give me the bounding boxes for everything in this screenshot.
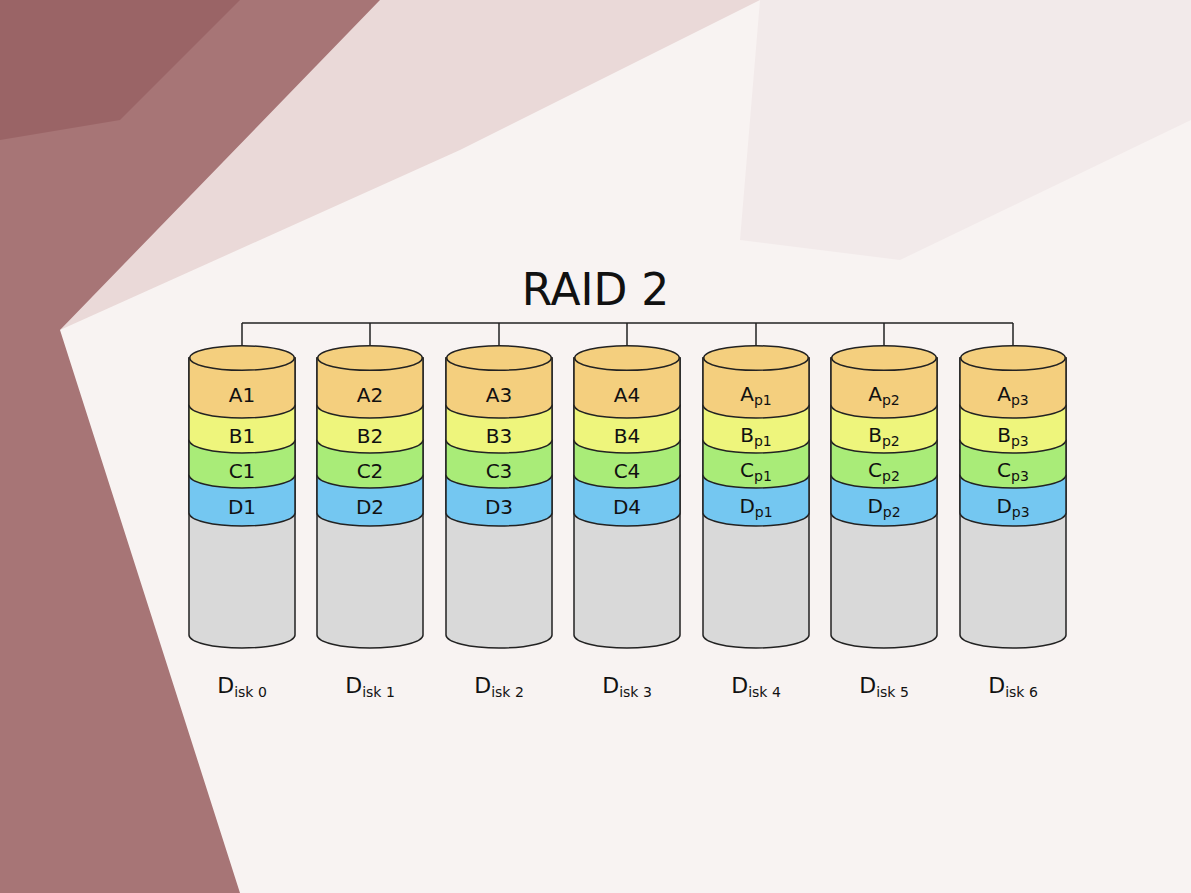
stripe-label: A1 bbox=[189, 383, 295, 407]
disk-top bbox=[960, 345, 1066, 375]
disk-top bbox=[831, 345, 937, 375]
disk-top bbox=[703, 345, 809, 375]
disk-label: Disk 6 bbox=[940, 673, 1086, 698]
disk-cylinder: Disk 4Ap1Bp1Cp1Dp1 bbox=[703, 345, 809, 648]
stripe-label: Ap1 bbox=[703, 382, 809, 408]
disk-cylinder: Disk 5Ap2Bp2Cp2Dp2 bbox=[831, 345, 937, 648]
stripe-label: B4 bbox=[574, 424, 680, 448]
disk-top bbox=[446, 345, 552, 375]
disk-label: Disk 3 bbox=[554, 673, 700, 698]
stripe-label: D1 bbox=[189, 495, 295, 519]
disk-cylinder: Disk 0A1B1C1D1 bbox=[189, 345, 295, 648]
disk-cylinder: Disk 3A4B4C4D4 bbox=[574, 345, 680, 648]
stripe-label: Cp1 bbox=[703, 458, 809, 484]
stripe-label: B2 bbox=[317, 424, 423, 448]
stripe-label: C1 bbox=[189, 459, 295, 483]
stripe-label: A4 bbox=[574, 383, 680, 407]
stripe-label: A2 bbox=[317, 383, 423, 407]
stripe-label: B1 bbox=[189, 424, 295, 448]
stripe-label: Ap2 bbox=[831, 382, 937, 408]
stripe-label: C3 bbox=[446, 459, 552, 483]
stripe-label: D2 bbox=[317, 495, 423, 519]
disk-label: Disk 4 bbox=[683, 673, 829, 698]
disk-label: Disk 0 bbox=[169, 673, 315, 698]
disk-top bbox=[189, 345, 295, 375]
stripe-label: Cp3 bbox=[960, 458, 1066, 484]
disk-cylinder: Disk 2A3B3C3D3 bbox=[446, 345, 552, 648]
stripe-label: Dp1 bbox=[703, 494, 809, 520]
stripe-label: A3 bbox=[446, 383, 552, 407]
disk-label: Disk 1 bbox=[297, 673, 443, 698]
stripe-label: Bp2 bbox=[831, 423, 937, 449]
disk-cylinder: Disk 6Ap3Bp3Cp3Dp3 bbox=[960, 345, 1066, 648]
stripe-label: B3 bbox=[446, 424, 552, 448]
stripe-label: D3 bbox=[446, 495, 552, 519]
stripe-label: Cp2 bbox=[831, 458, 937, 484]
disk-top bbox=[317, 345, 423, 375]
stripe-label: Bp3 bbox=[960, 423, 1066, 449]
disk-label: Disk 2 bbox=[426, 673, 572, 698]
disk-cylinder: Disk 1A2B2C2D2 bbox=[317, 345, 423, 648]
stripe-label: D4 bbox=[574, 495, 680, 519]
disk-top bbox=[574, 345, 680, 375]
diagram-title: RAID 2 bbox=[0, 264, 1191, 315]
stripe-label: Dp2 bbox=[831, 494, 937, 520]
stripe-label: C2 bbox=[317, 459, 423, 483]
stripe-label: Ap3 bbox=[960, 382, 1066, 408]
stripe-label: C4 bbox=[574, 459, 680, 483]
stripe-label: Dp3 bbox=[960, 494, 1066, 520]
stripe-label: Bp1 bbox=[703, 423, 809, 449]
disk-label: Disk 5 bbox=[811, 673, 957, 698]
